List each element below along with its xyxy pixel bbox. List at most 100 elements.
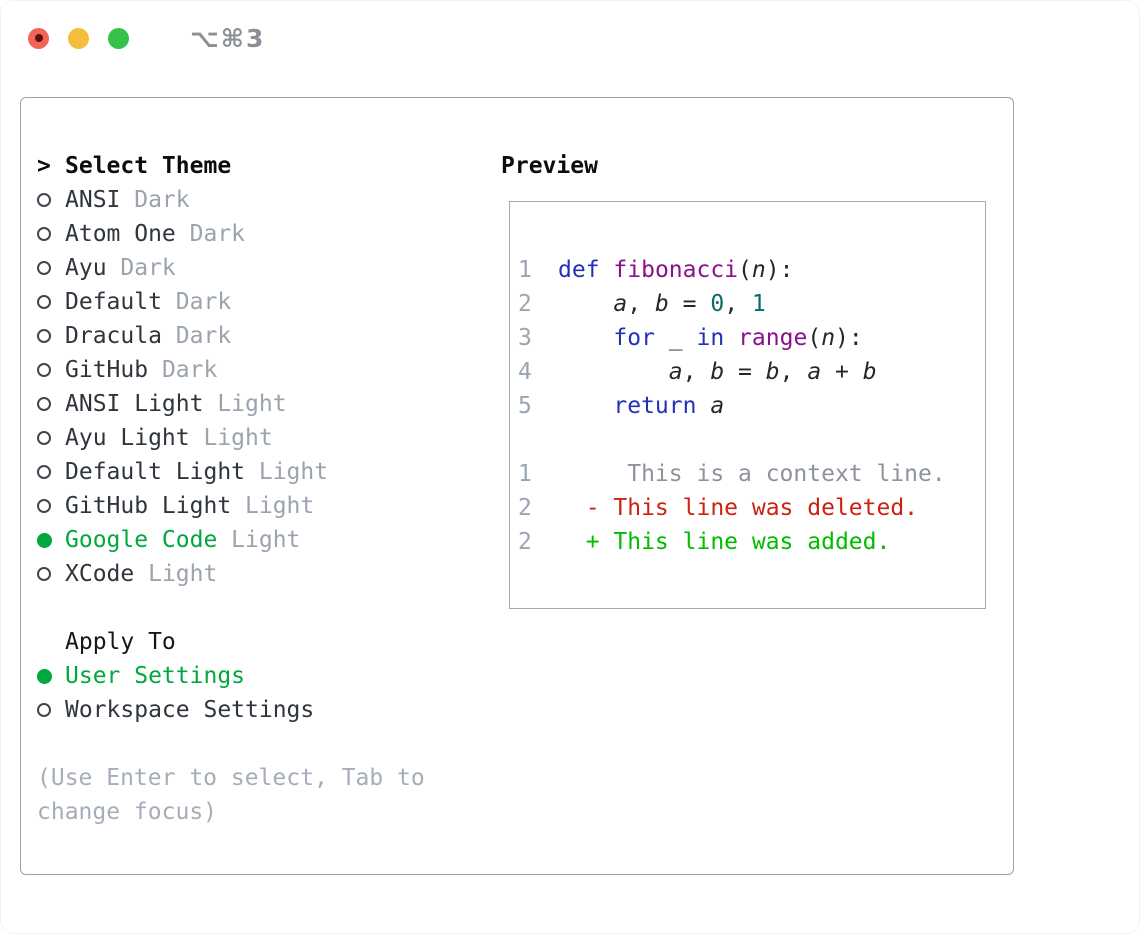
radio-unselected-icon [37,363,51,377]
option-label: User Settings [65,663,246,689]
code-token: ): [765,257,794,283]
option-label: Ayu Light [65,425,190,451]
theme-option[interactable]: Dracula Dark [37,319,477,353]
line-number: 2 [518,495,532,521]
option-label: Atom One [65,221,176,247]
code-token: , [682,359,711,385]
code-token-add: + This line was added. [558,529,891,555]
preview-line: 2 - This line was deleted. [518,491,985,525]
line-number: 5 [518,393,532,419]
line-number: 1 [518,461,532,487]
code-token [600,257,614,283]
code-token: , [779,359,808,385]
close-button-icon[interactable] [28,27,49,49]
preview-line [518,423,985,457]
option-variant-label: Dark [120,255,176,281]
radio-unselected-icon [37,329,51,343]
code-token [558,359,669,385]
code-token: = [668,291,711,317]
theme-option[interactable]: Default Light Light [37,455,477,489]
option-variant-label: Light [148,561,218,587]
code-token-var: b [710,359,725,385]
code-token-del: - This line was deleted. [558,495,919,521]
hint-text: (Use Enter to select, Tab to change focu… [37,765,425,825]
option-variant-label: Dark [189,221,246,247]
option-variant-label: Light [258,459,329,485]
code-token [655,325,669,351]
radio-unselected-icon [37,397,51,411]
option-variant-label: Light [245,493,315,519]
code-token [696,393,710,419]
option-label: Google Code [65,527,218,553]
code-token-fn: range [738,325,808,351]
code-token-var: a [613,291,628,317]
radio-selected-icon [37,668,52,684]
option-label: XCode [65,561,135,587]
code-token: ( [738,257,752,283]
code-token-num: 1 [751,291,766,317]
code-token-var: b [765,359,780,385]
select-theme-header: > Select Theme [37,149,477,183]
close-dot-icon [34,34,43,42]
line-number: 3 [518,325,532,351]
option-label: Dracula [65,323,162,349]
code-token-var: _ [668,325,683,351]
code-token: ): [835,325,863,351]
select-theme-title: Select Theme [65,153,232,179]
theme-option[interactable]: Ayu Dark [37,251,477,285]
option-variant-label: Dark [161,357,218,383]
minimize-button-icon[interactable] [68,27,89,49]
theme-option[interactable]: Atom One Dark [37,217,477,251]
radio-unselected-icon [37,499,51,513]
code-token-var: b [862,359,877,385]
code-token-kw: in [696,325,725,351]
option-label: Ayu [65,255,107,281]
code-token-var: a [710,393,725,419]
radio-unselected-icon [37,261,51,275]
option-label: GitHub [65,357,149,383]
code-token-kw: for [613,325,655,351]
radio-unselected-icon [37,431,51,445]
radio-unselected-icon [37,227,51,241]
spacer [37,591,477,625]
apply-to-header: Apply To [37,625,477,659]
code-token-var: a [807,359,822,385]
radio-unselected-icon [37,295,51,309]
option-label: Default Light [65,459,246,485]
apply-to-option[interactable]: User Settings [37,659,477,693]
code-token-num: 0 [710,291,725,317]
option-variant-label: Dark [175,289,232,315]
radio-selected-icon [37,532,52,548]
zoom-button-icon[interactable] [108,27,129,49]
theme-option[interactable]: XCode Light [37,557,477,591]
line-number: 4 [518,359,532,385]
code-token [724,325,738,351]
apply-to-option[interactable]: Workspace Settings [37,693,477,727]
theme-option[interactable]: GitHub Dark [37,353,477,387]
option-variant-label: Dark [175,323,232,349]
preview-line: 3 for _ in range(n): [518,321,985,355]
code-token-var: n [751,257,766,283]
code-token [558,325,613,351]
option-label: ANSI Light [65,391,204,417]
code-token [683,325,697,351]
code-token [558,393,613,419]
radio-unselected-icon [37,465,51,479]
code-token-fn: fibonacci [613,257,739,283]
option-variant-label: Dark [134,187,190,213]
code-token-var: n [821,325,836,351]
radio-unselected-icon [37,703,51,717]
